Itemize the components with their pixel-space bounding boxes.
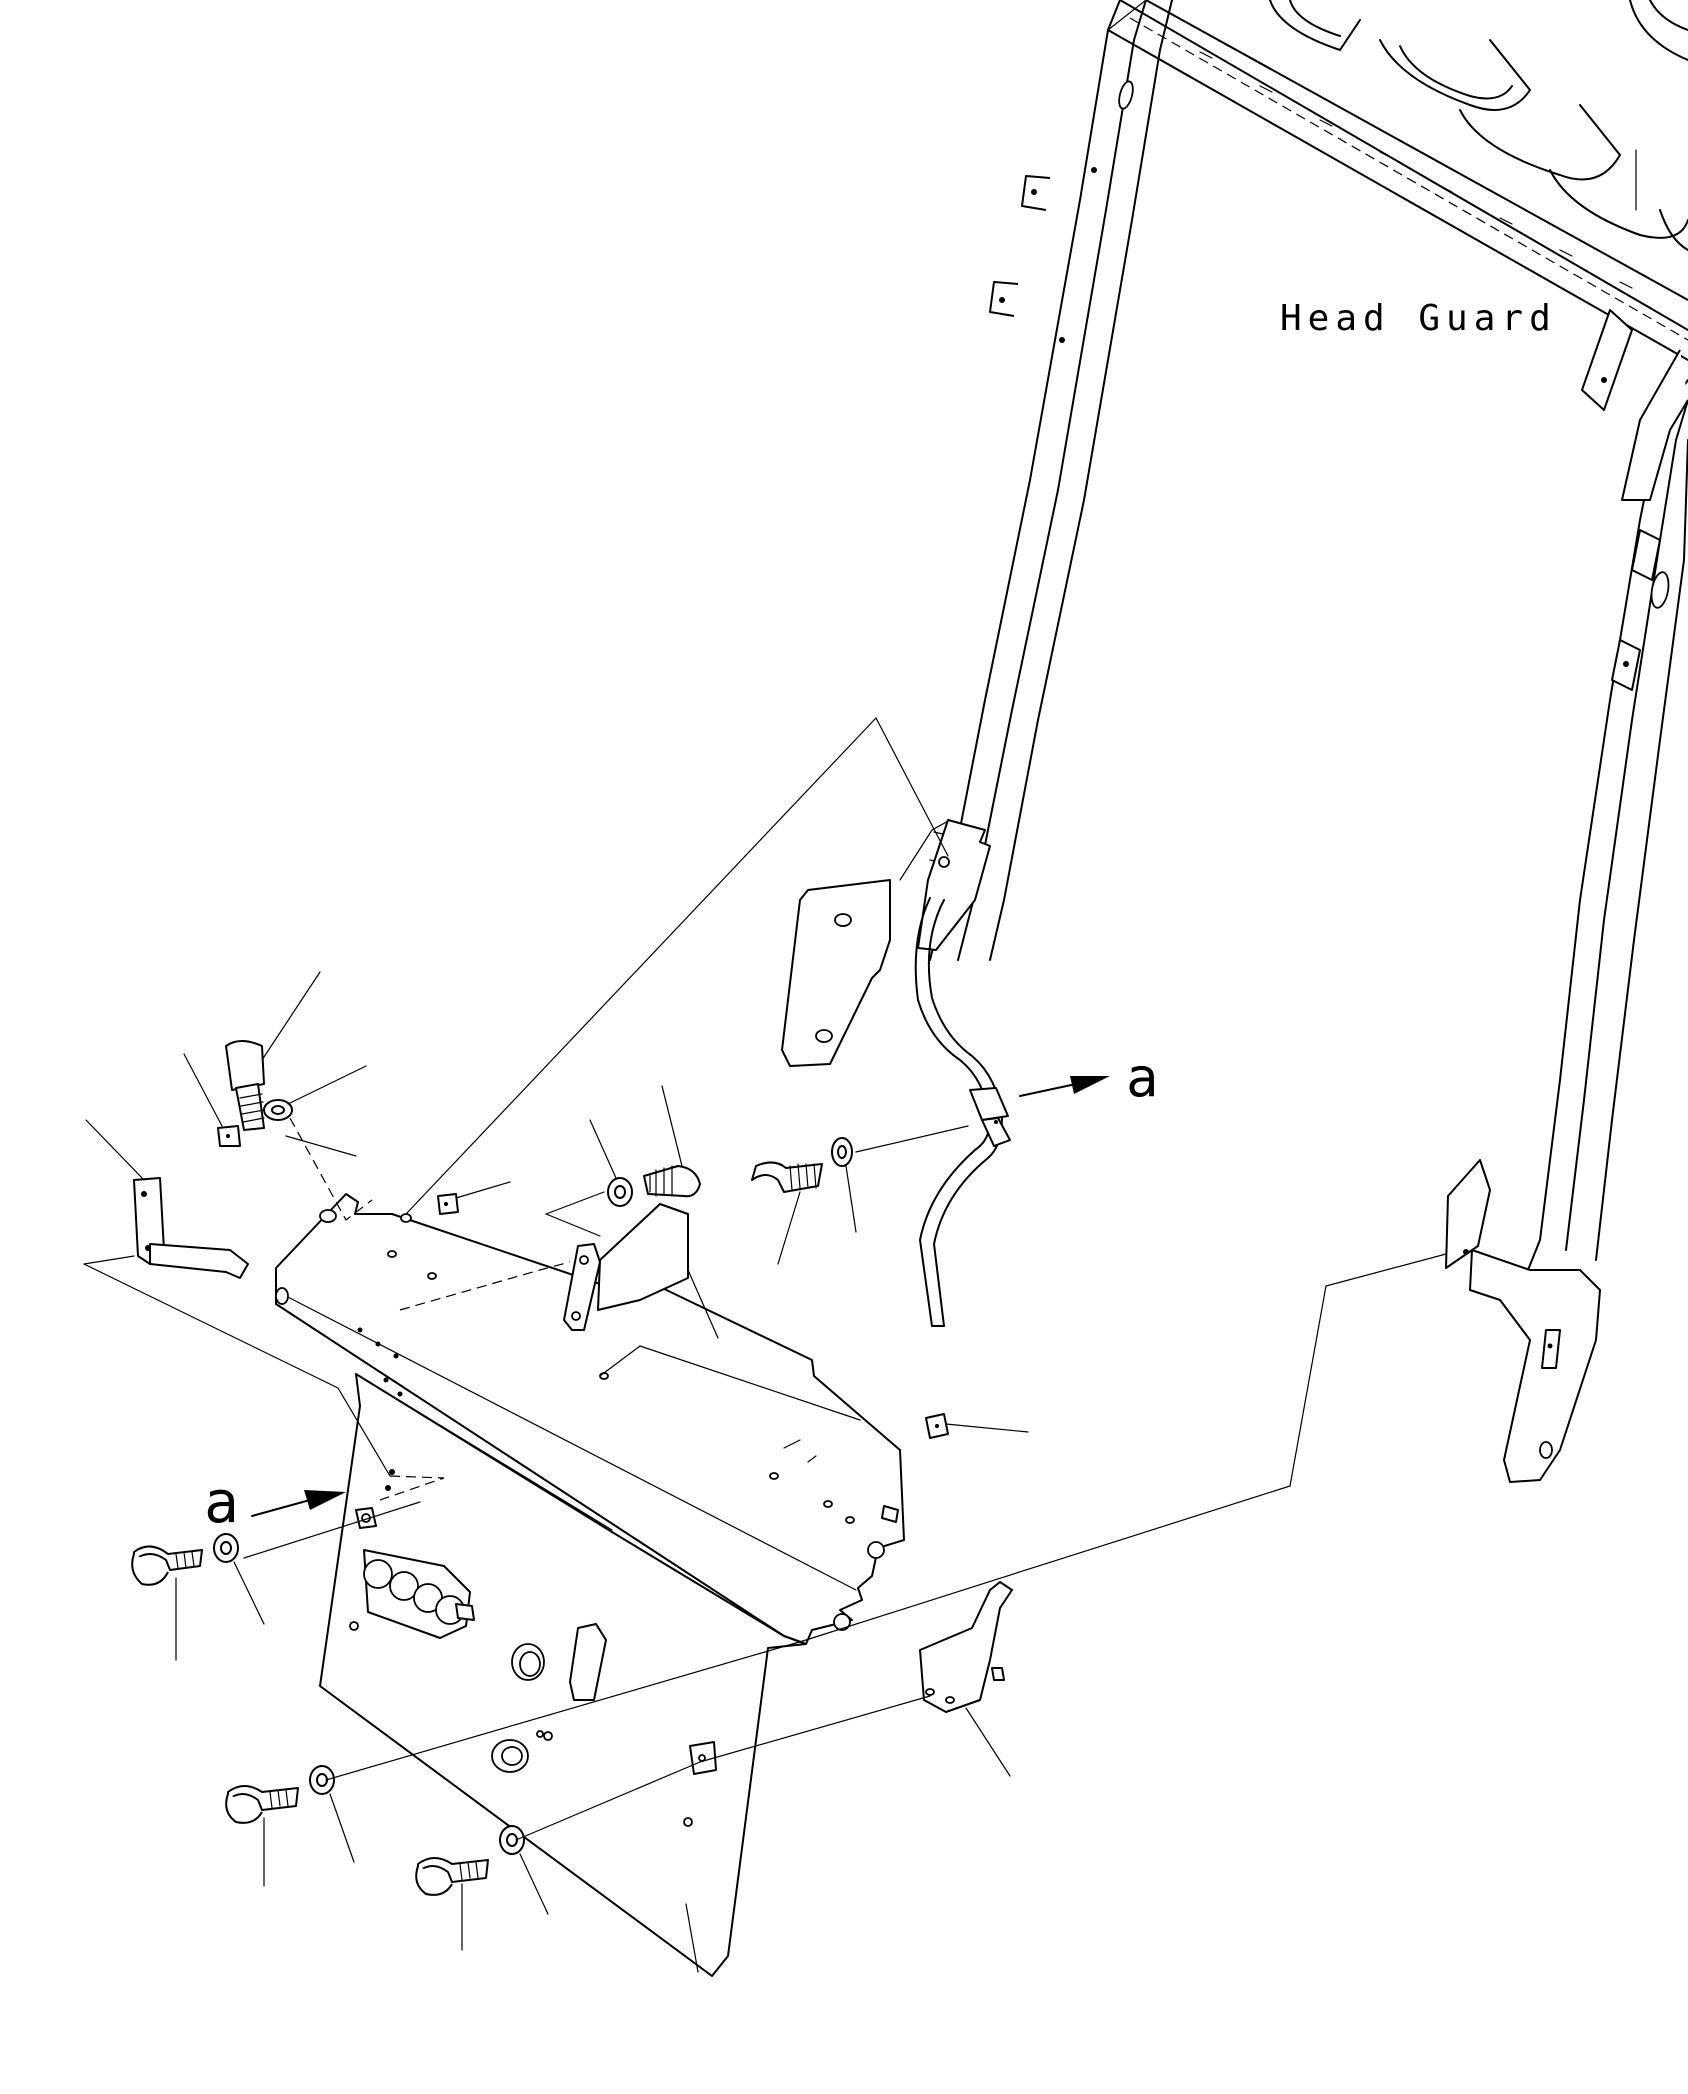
clip-nut-left (183, 1053, 241, 1147)
washer-harness (831, 1137, 857, 1233)
view-arrow-left (251, 1490, 346, 1517)
dashboard-panel (275, 1193, 905, 1977)
washer-center (589, 1119, 633, 1207)
bolt-top-left (225, 971, 321, 1131)
bolt-center (643, 1085, 701, 1198)
wire-harness (914, 897, 1011, 1327)
bolt-harness (751, 1161, 823, 1265)
pillar-mount-plate (917, 819, 991, 951)
view-label-right: a (1126, 1046, 1159, 1109)
washer-top-left (263, 1065, 367, 1121)
bolt-bottom-1 (225, 1785, 299, 1887)
washer-lower-left (213, 1533, 265, 1625)
clip-nut-right (925, 1413, 1029, 1439)
clip-nut-rail (437, 1181, 511, 1215)
washer-bottom-2 (499, 1825, 549, 1915)
bracket-left (85, 1119, 249, 1279)
bracket-center (563, 1203, 719, 1339)
washer-bottom-1 (309, 1765, 355, 1863)
view-arrow-right (1019, 1076, 1110, 1097)
roof-slots (1269, 0, 1688, 251)
assembly-lines (83, 717, 1447, 1841)
panel-callout-line (685, 1903, 699, 1973)
head-guard-frame (929, 0, 1688, 1483)
bracket-right (919, 1581, 1013, 1777)
bolt-bottom-2 (415, 1857, 489, 1951)
bolt-lower-left (131, 1545, 203, 1661)
view-label-left: a (204, 1468, 239, 1536)
head-guard-label: Head Guard (1280, 298, 1557, 339)
